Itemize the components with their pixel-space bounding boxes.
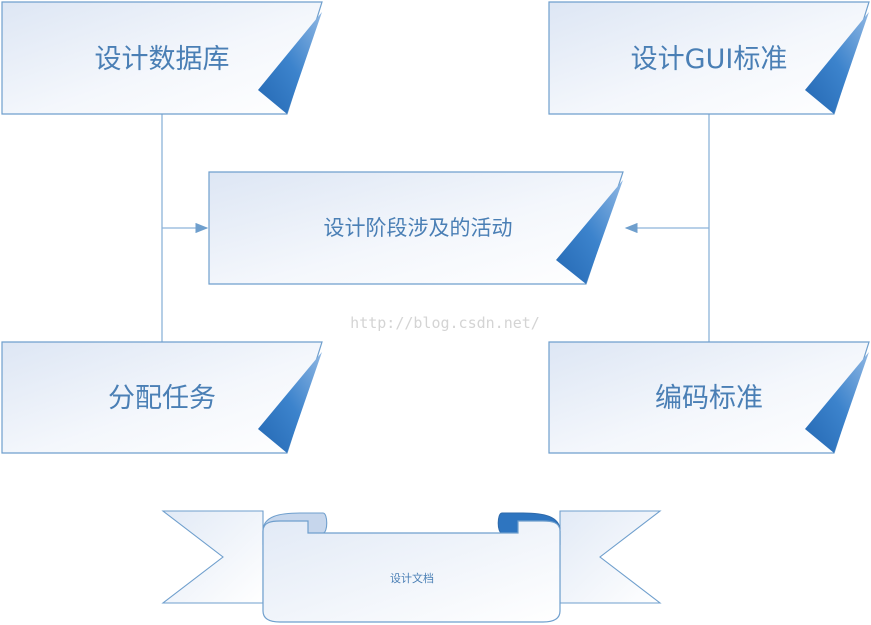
banner-body [262, 520, 561, 623]
box-design-database[interactable]: 设计数据库 [1, 1, 323, 115]
corner-accent-triangle [258, 352, 322, 453]
box-design-gui-standard[interactable]: 设计GUI标准 [548, 1, 870, 115]
box-label: 设计GUI标准 [631, 44, 788, 75]
box-assign-tasks[interactable]: 分配任务 [1, 341, 323, 454]
banner-right-tail [559, 510, 662, 604]
box-coding-standard[interactable]: 编码标准 [548, 341, 870, 454]
corner-accent-triangle [805, 352, 869, 453]
banner-design-document[interactable]: 设计文档 [161, 510, 662, 623]
watermark-text: http://blog.csdn.net/ [350, 314, 540, 332]
box-label: 分配任务 [108, 383, 216, 414]
banner-label: 设计文档 [390, 571, 434, 585]
box-center-activity[interactable]: 设计阶段涉及的活动 [208, 171, 624, 285]
connectors [161, 114, 710, 342]
corner-accent-triangle [556, 180, 623, 284]
box-label: 设计阶段涉及的活动 [324, 216, 513, 240]
box-label: 设计数据库 [95, 44, 230, 75]
banner-left-tail [161, 510, 264, 604]
box-label: 编码标准 [655, 383, 763, 414]
corner-accent-triangle [805, 12, 869, 114]
corner-accent-triangle [258, 12, 322, 114]
